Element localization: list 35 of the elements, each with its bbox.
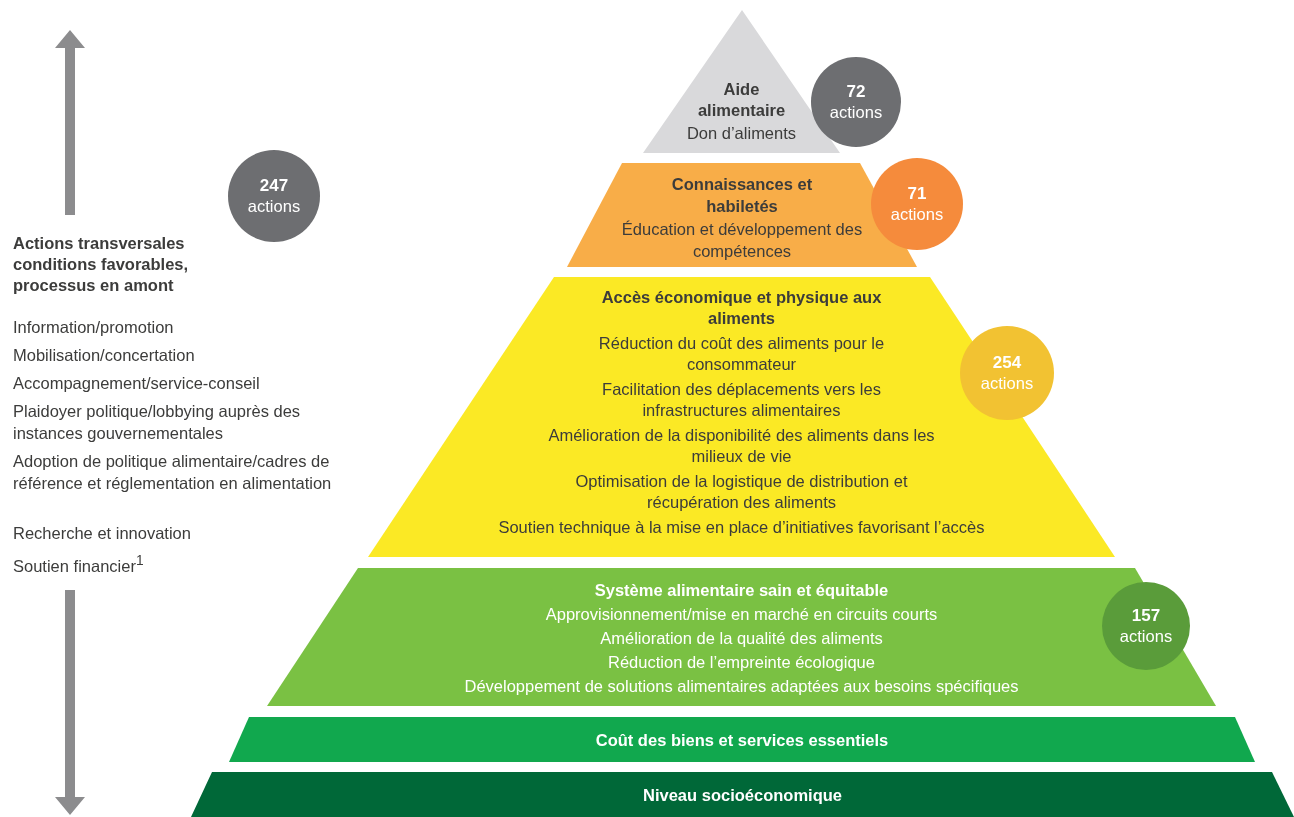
tier-item: Don d’aliments — [686, 123, 797, 144]
list-item: Recherche et innovation — [13, 523, 192, 544]
list-item: Information/promotion — [13, 317, 175, 338]
tier-item: Optimisation de la logistique de distribution et récupération des aliments — [574, 471, 909, 513]
tier-item: Soutien technique à la mise en place d’initiatives favorisant l’accès — [498, 517, 985, 538]
list-item: Plaidoyer politique/lobbying auprès des instances gouvernementales — [13, 401, 302, 444]
count-unit: actions — [829, 102, 883, 123]
tier-item: Facilitation des déplacements vers les infrastructures alimentaires — [601, 379, 882, 421]
count-number: 157 — [1131, 605, 1161, 626]
count-unit: actions — [980, 373, 1034, 394]
side-heading: Actions transversales conditions favorables, processus en amont — [13, 233, 190, 296]
count-unit: actions — [890, 204, 944, 225]
count-number: 254 — [992, 352, 1022, 373]
tier-heading: Coût des biens et services essentiels — [595, 729, 889, 751]
tier-item: Développement de solutions alimentaires adaptées aux besoins spécifiques — [464, 676, 1019, 697]
count-unit: actions — [1119, 626, 1173, 647]
tier-item: Éducation et développement des compétences — [620, 219, 864, 262]
count-unit: actions — [247, 196, 301, 217]
tier-item: Réduction de l’empreinte écologique — [608, 652, 875, 673]
count-number: 72 — [846, 81, 866, 102]
count-number: 247 — [259, 175, 289, 196]
tier-item: Approvisionnement/mise en marché en circuits courts — [545, 604, 938, 625]
tier-heading: Connaissances et habiletés — [670, 174, 814, 217]
tier-item: Amélioration de la disponibilité des aliments dans les milieux de vie — [547, 425, 936, 467]
tier-heading: Aide alimentaire — [696, 79, 787, 121]
list-item: Soutien financier$^{1}$ — [13, 552, 145, 577]
tier-item: Réduction du coût des aliments pour le consommateur — [597, 333, 886, 375]
tier-heading: Niveau socioéconomique — [643, 784, 842, 806]
tier-item: Amélioration de la qualité des aliments — [600, 628, 883, 649]
list-item: Adoption de politique alimentaire/cadres de référence et réglementation en alimentation — [13, 451, 333, 494]
count-number: 71 — [907, 183, 927, 204]
tier-heading: Accès économique et physique aux aliments — [600, 287, 883, 329]
list-item: Accompagnement/service-conseil — [13, 373, 261, 394]
list-item: Mobilisation/concertation — [13, 345, 196, 366]
tier-heading: Système alimentaire sain et équitable — [594, 580, 889, 601]
